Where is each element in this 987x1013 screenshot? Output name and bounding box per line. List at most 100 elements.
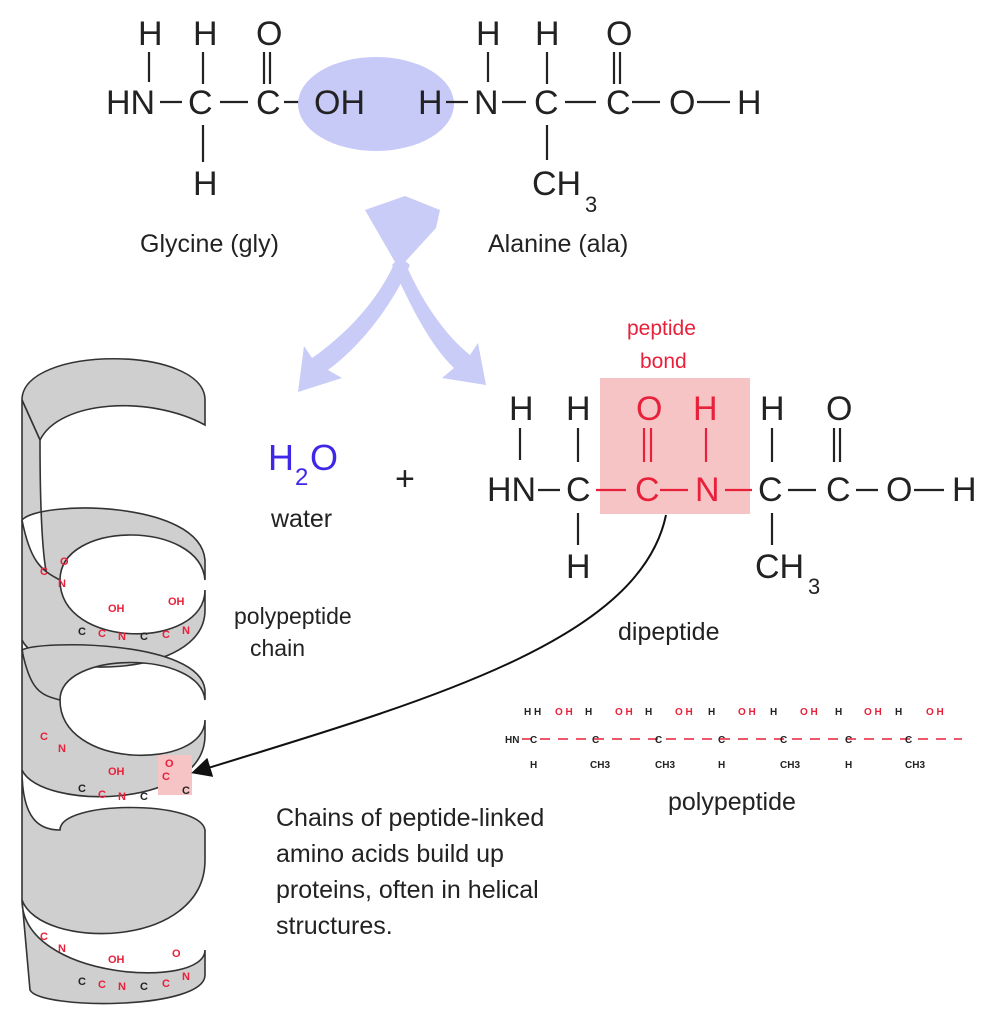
glycine-label: Glycine (gly)	[140, 230, 279, 258]
atom-c: C	[188, 84, 213, 122]
svg-text:C: C	[758, 471, 783, 509]
glycine-molecule: H H O HN C C H	[106, 15, 306, 203]
alanine-molecule: H H O N C C O H CH 3	[474, 15, 762, 217]
svg-text:C: C	[635, 471, 660, 509]
svg-text:O: O	[636, 390, 662, 428]
svg-text:C: C	[98, 789, 106, 801]
svg-text:C: C	[140, 791, 148, 803]
svg-text:H: H	[530, 760, 537, 771]
svg-text:H: H	[693, 390, 718, 428]
reaction-arrows	[298, 196, 486, 392]
polypeptide-strand: HN H H O H H O H H O H H O H H O H H O H…	[505, 707, 962, 771]
water-label: water	[270, 505, 332, 533]
svg-text:H: H	[645, 707, 652, 718]
polypeptide-label: polypeptide	[668, 788, 796, 816]
svg-text:H: H	[268, 437, 294, 478]
alanine-label: Alanine (ala)	[488, 230, 628, 258]
svg-text:H: H	[718, 760, 725, 771]
peptide-bond-label-line1: peptide	[627, 317, 696, 340]
svg-text:3: 3	[808, 574, 820, 599]
svg-text:C: C	[98, 628, 106, 640]
svg-text:C: C	[78, 976, 86, 988]
protein-helix	[21, 357, 206, 1005]
svg-text:C: C	[78, 626, 86, 638]
atom-hn: HN	[106, 84, 155, 122]
atom-oh: OH	[314, 84, 365, 122]
svg-text:C: C	[162, 629, 170, 641]
polypeptide-chain-label-line1: polypeptide	[234, 603, 352, 629]
plus-sign: +	[395, 460, 415, 498]
svg-text:HN: HN	[487, 471, 536, 509]
svg-text:H: H	[845, 760, 852, 771]
svg-text:C: C	[826, 471, 851, 509]
atom-h: H	[476, 15, 501, 53]
svg-text:C: C	[780, 735, 787, 746]
svg-text:HN: HN	[505, 735, 519, 746]
svg-text:H: H	[835, 707, 842, 718]
atom-o: O	[669, 84, 695, 122]
svg-text:N: N	[58, 578, 66, 590]
water-formula: H 2 O	[268, 437, 338, 491]
svg-text:C: C	[40, 931, 48, 943]
svg-text:OH: OH	[108, 603, 125, 615]
svg-text:O H: O H	[738, 707, 756, 718]
svg-text:H: H	[566, 390, 591, 428]
svg-text:H H: H H	[524, 707, 541, 718]
svg-text:N: N	[695, 471, 720, 509]
svg-text:H: H	[770, 707, 777, 718]
svg-text:O H: O H	[615, 707, 633, 718]
svg-text:C: C	[905, 735, 912, 746]
svg-text:CH3: CH3	[590, 760, 610, 771]
svg-text:N: N	[118, 791, 126, 803]
svg-text:O H: O H	[864, 707, 882, 718]
svg-text:CH3: CH3	[655, 760, 675, 771]
svg-text:O H: O H	[926, 707, 944, 718]
dipeptide-molecule: H H O H H O HN C C N C C O H H CH 3	[487, 390, 977, 599]
svg-text:C: C	[182, 785, 190, 797]
atom-ch3: CH	[532, 165, 581, 203]
svg-text:N: N	[118, 631, 126, 643]
svg-text:C: C	[655, 735, 662, 746]
svg-text:C: C	[78, 783, 86, 795]
atom-c: C	[534, 84, 559, 122]
svg-text:O H: O H	[800, 707, 818, 718]
svg-text:N: N	[182, 971, 190, 983]
svg-text:H: H	[585, 707, 592, 718]
peptide-bond-label-line2: bond	[640, 350, 687, 373]
svg-text:C: C	[40, 566, 48, 578]
atom-n: N	[474, 84, 499, 122]
atom-o: O	[606, 15, 632, 53]
svg-text:C: C	[530, 735, 537, 746]
svg-text:H: H	[760, 390, 785, 428]
caption-text: Chains of peptide-linked amino acids bui…	[276, 804, 545, 940]
atom-o: O	[256, 15, 282, 53]
svg-text:OH: OH	[168, 596, 185, 608]
atom-h: H	[193, 165, 218, 203]
peptide-bond-highlight	[600, 378, 750, 514]
svg-text:N: N	[58, 943, 66, 955]
atom-c: C	[606, 84, 631, 122]
svg-text:C: C	[40, 731, 48, 743]
polypeptide-chain-label-line2: chain	[250, 635, 305, 661]
water-removal-highlight	[298, 57, 454, 151]
atom-h: H	[535, 15, 560, 53]
svg-text:C: C	[162, 978, 170, 990]
svg-text:O H: O H	[555, 707, 573, 718]
svg-text:C: C	[845, 735, 852, 746]
svg-text:C: C	[718, 735, 725, 746]
svg-text:CH3: CH3	[905, 760, 925, 771]
svg-text:C: C	[140, 631, 148, 643]
svg-text:O: O	[826, 390, 852, 428]
svg-text:O: O	[60, 556, 69, 568]
svg-text:2: 2	[295, 464, 308, 491]
svg-text:C: C	[140, 981, 148, 993]
svg-text:O: O	[886, 471, 912, 509]
atom-ch3-subscript: 3	[585, 192, 597, 217]
atom-h: H	[418, 84, 443, 122]
svg-text:N: N	[58, 743, 66, 755]
svg-text:O: O	[165, 758, 174, 770]
svg-text:C: C	[566, 471, 591, 509]
svg-text:CH: CH	[755, 548, 804, 586]
